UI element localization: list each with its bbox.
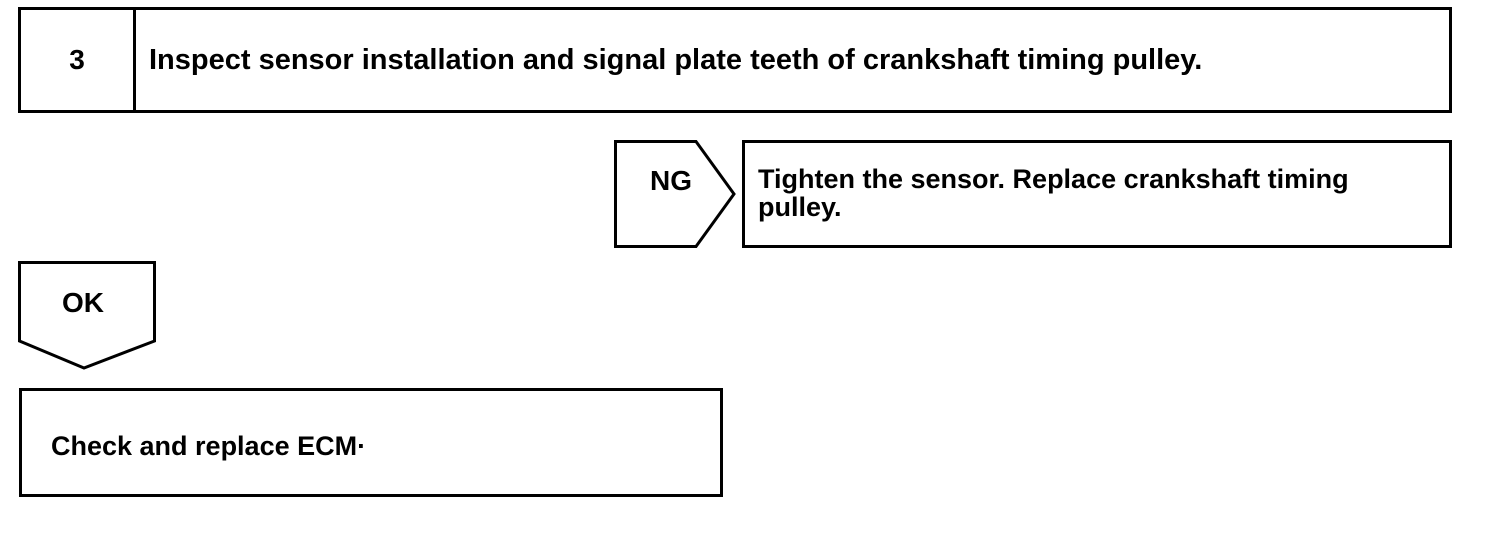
ok-action-text: Check and replace ECM·: [51, 431, 367, 461]
ok-arrow-shape: [18, 261, 156, 370]
step-instruction: Inspect sensor installation and signal p…: [149, 43, 1203, 76]
ok-action-box: Check and replace ECM·: [19, 388, 723, 497]
ng-action-text: Tighten the sensor. Replace crankshaft t…: [758, 164, 1349, 222]
step-number: 3: [21, 10, 136, 110]
step-box: 3 Inspect sensor installation and signal…: [18, 7, 1452, 113]
ng-action-box: Tighten the sensor. Replace crankshaft t…: [742, 140, 1452, 248]
ng-label: NG: [650, 165, 692, 196]
ng-arrow-shape: [614, 140, 736, 248]
ok-label: OK: [62, 287, 104, 318]
